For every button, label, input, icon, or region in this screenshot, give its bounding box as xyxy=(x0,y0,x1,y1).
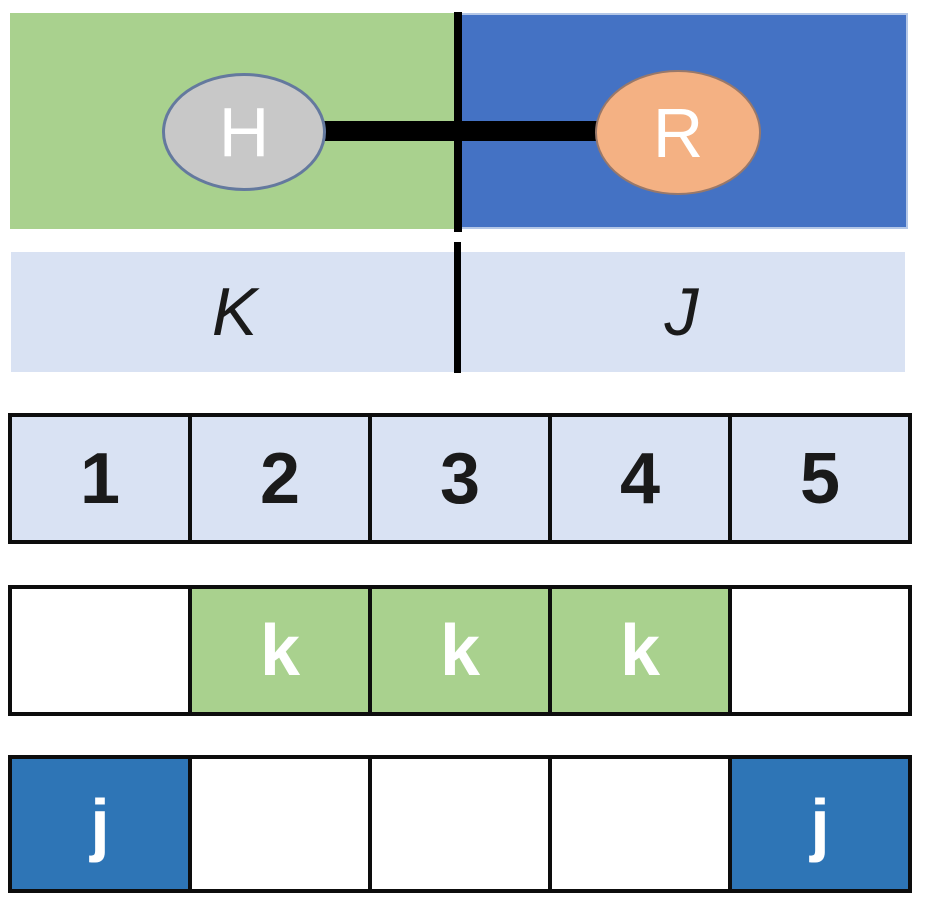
network-panel: H R xyxy=(10,12,908,232)
index-cell-2: 2 xyxy=(188,413,372,544)
index-cell-3: 3 xyxy=(368,413,552,544)
j-cell-3 xyxy=(368,755,552,893)
k-cell-2: k xyxy=(188,585,372,716)
node-r: R xyxy=(595,70,761,195)
k-assignment-row: k k k xyxy=(8,585,912,716)
k-cell-3: k xyxy=(368,585,552,716)
k-cell-5 xyxy=(728,585,912,716)
j-cell-1: j xyxy=(8,755,192,893)
j-cell-2 xyxy=(188,755,372,893)
j-cell-5: j xyxy=(728,755,912,893)
node-h-label: H xyxy=(218,93,270,171)
index-cell-5: 5 xyxy=(728,413,912,544)
region-label-bar: K J xyxy=(11,242,905,373)
j-assignment-row: j j xyxy=(8,755,912,893)
node-h: H xyxy=(162,73,326,191)
index-row: 1 2 3 4 5 xyxy=(8,413,912,544)
index-cell-1: 1 xyxy=(8,413,192,544)
k-cell-1 xyxy=(8,585,192,716)
node-r-label: R xyxy=(652,93,704,172)
k-cell-4: k xyxy=(548,585,732,716)
label-bar-divider-line xyxy=(454,242,461,373)
edge-h-r xyxy=(323,121,613,141)
region-label-k: K xyxy=(211,274,258,350)
j-cell-4 xyxy=(548,755,732,893)
region-label-j: J xyxy=(664,274,699,350)
index-cell-4: 4 xyxy=(548,413,732,544)
